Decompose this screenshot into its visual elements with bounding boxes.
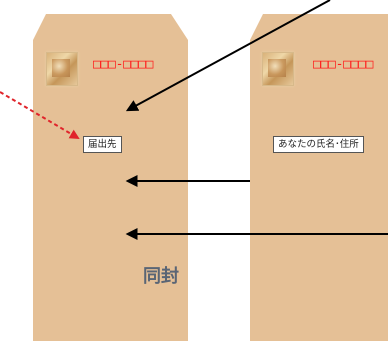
postal-code-boxes-left: □□□-□□□□: [93, 57, 154, 72]
dashed-pointer-arrow: [0, 91, 80, 140]
enclosure-label: 同封: [143, 266, 179, 287]
recipient-label: 届出先: [83, 136, 122, 153]
sender-name-address-label: あなたの氏名･住所: [273, 136, 364, 153]
postage-stamp-left: [46, 52, 78, 86]
postage-stamp-right: [262, 52, 294, 86]
postal-code-boxes-right: □□□-□□□□: [313, 57, 374, 72]
diagonal-arrow: [125, 0, 331, 112]
